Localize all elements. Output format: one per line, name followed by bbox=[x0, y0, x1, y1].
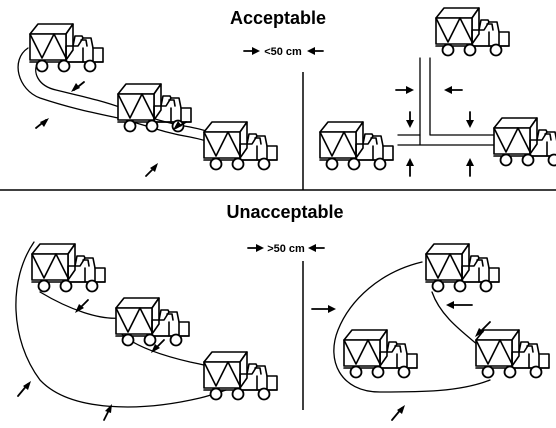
arrow-icon bbox=[173, 121, 187, 130]
truck-icon bbox=[319, 121, 394, 171]
truck-icon bbox=[343, 329, 418, 379]
spacing-indicator-bottom: >50 cm bbox=[247, 243, 325, 255]
arrow-icon bbox=[17, 381, 31, 397]
wide-path-outer-edge bbox=[333, 261, 491, 393]
arrow-icon bbox=[475, 321, 491, 337]
arrow-icon bbox=[444, 86, 463, 94]
spacing-label-top: <50 cm bbox=[264, 46, 302, 58]
truck-icon bbox=[203, 351, 278, 401]
arrow-icon bbox=[395, 86, 414, 94]
arrow-icon bbox=[406, 111, 414, 128]
acceptable-title: Acceptable bbox=[230, 8, 326, 28]
arrow-icon bbox=[103, 404, 112, 421]
acceptable-panel-left bbox=[17, 23, 278, 177]
arrow-icon bbox=[311, 305, 336, 313]
panel-dividers bbox=[0, 72, 556, 410]
unacceptable-title: Unacceptable bbox=[226, 202, 343, 222]
title-acceptable: Acceptable <50 cm bbox=[230, 8, 326, 58]
truck-icon bbox=[115, 297, 190, 347]
arrow-icon bbox=[406, 158, 414, 177]
truck-icon bbox=[493, 117, 556, 167]
arrow-icon bbox=[466, 158, 474, 177]
truck-icon bbox=[203, 121, 278, 171]
arrow-icon bbox=[35, 118, 49, 129]
arrow-icon bbox=[145, 163, 158, 177]
arrow-icon bbox=[71, 81, 85, 92]
title-unacceptable: Unacceptable >50 cm bbox=[226, 202, 343, 255]
narrow-path-outer-edge bbox=[397, 57, 497, 146]
truck-icon bbox=[475, 329, 550, 379]
spacing-indicator-top: <50 cm bbox=[243, 46, 324, 58]
unacceptable-panel-right bbox=[311, 243, 550, 421]
arrow-icon bbox=[151, 339, 165, 353]
unacceptable-panel-left bbox=[15, 241, 278, 421]
narrow-path-inner-edge bbox=[397, 57, 497, 136]
wide-path-inner-edge bbox=[431, 291, 479, 346]
arrow-icon bbox=[75, 299, 89, 313]
truck-icon bbox=[425, 243, 500, 293]
arrow-icon bbox=[391, 405, 405, 421]
arrow-icon bbox=[446, 301, 473, 309]
wide-path-outer-edge bbox=[15, 241, 227, 408]
acceptable-panel-right bbox=[319, 7, 556, 177]
spacing-label-bottom: >50 cm bbox=[267, 243, 305, 255]
arrow-icon bbox=[466, 111, 474, 128]
truck-icon bbox=[29, 23, 104, 73]
truck-icon bbox=[31, 243, 106, 293]
truck-icon bbox=[435, 7, 510, 57]
